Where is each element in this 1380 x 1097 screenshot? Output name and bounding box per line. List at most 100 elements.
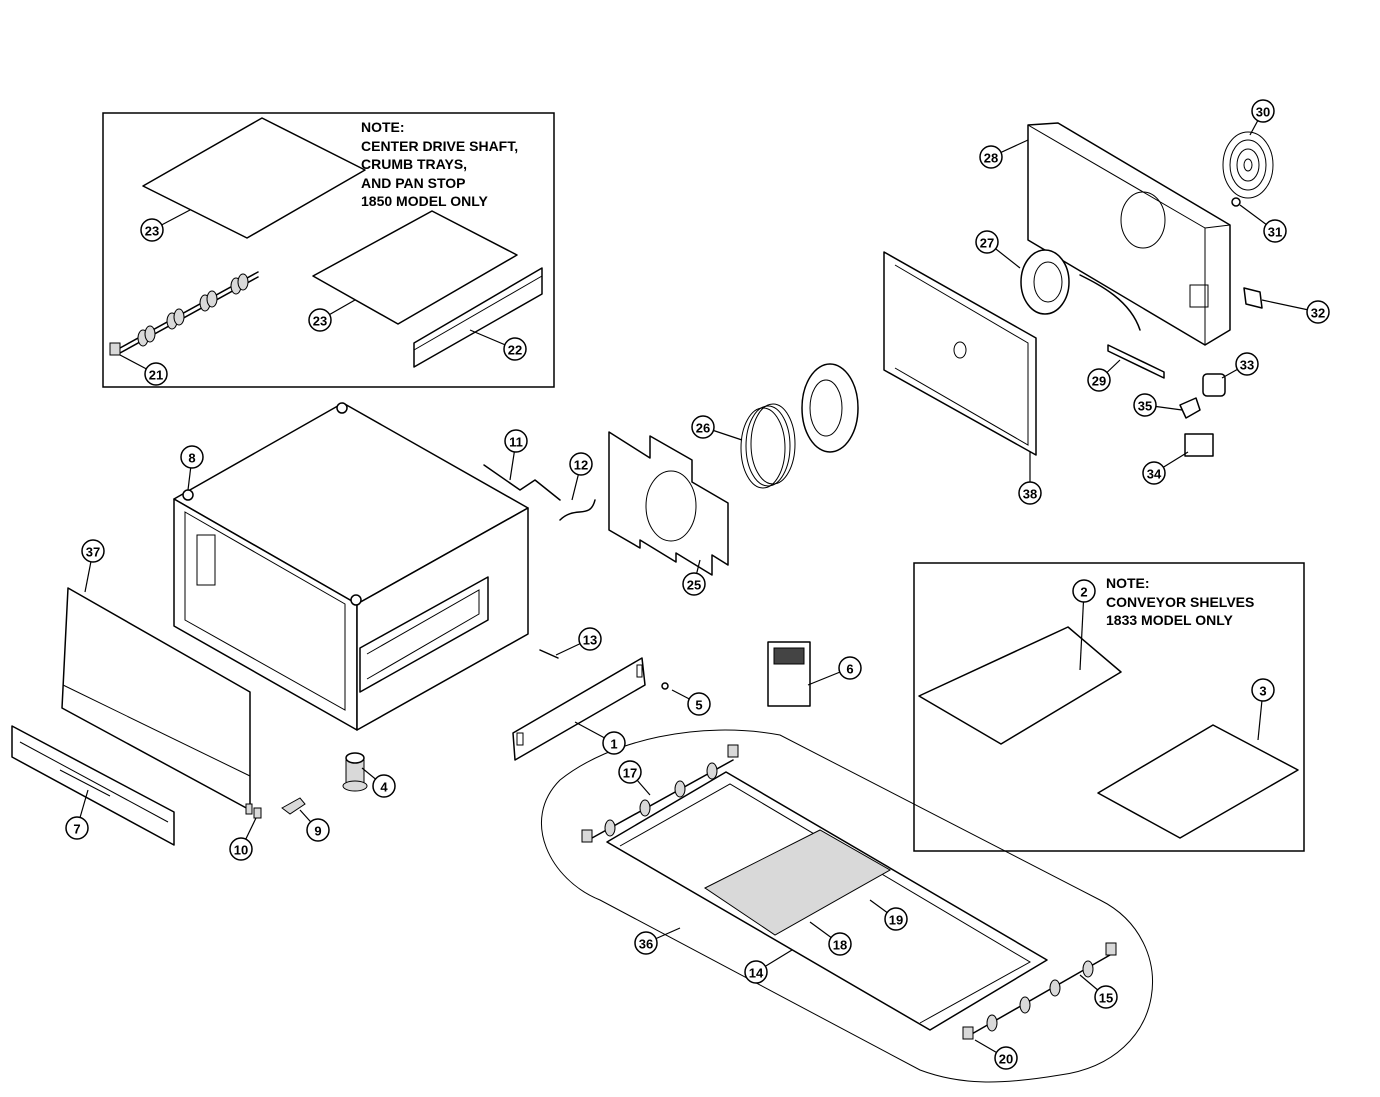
shaft-15: [962, 942, 1117, 1040]
callout-23: 23: [308, 308, 332, 332]
callout-31: 31: [1263, 219, 1287, 243]
callout-circle: [838, 656, 862, 680]
callout-circle: [504, 429, 528, 453]
callout-number: 5: [695, 698, 702, 713]
callout-21: 21: [144, 362, 168, 386]
callout-number: 2: [1080, 585, 1087, 600]
callout-number: 34: [1147, 467, 1162, 482]
callout-1: 1: [602, 731, 626, 755]
pan-stop: [413, 267, 543, 368]
callout-number: 32: [1311, 306, 1325, 321]
note-1833-line-3: 1833 MODEL ONLY: [1106, 612, 1233, 628]
callout-circle: [1142, 461, 1166, 485]
wire-11: [483, 464, 561, 501]
note-box-1850: NOTE: CENTER DRIVE SHAFT, CRUMB TRAYS, A…: [102, 112, 555, 388]
note-1833-line-1: NOTE:: [1106, 575, 1150, 591]
screw-13: [539, 649, 559, 659]
callout-number: 8: [188, 451, 195, 466]
callout-26: 26: [691, 415, 715, 439]
callout-27: 27: [975, 230, 999, 254]
callout-number: 17: [623, 766, 637, 781]
callout-30: 30: [1251, 99, 1275, 123]
oven-cabinet: [173, 402, 529, 731]
callout-circle: [1094, 985, 1118, 1009]
callout-circle: [979, 145, 1003, 169]
callout-23: 23: [140, 218, 164, 242]
callout-32: 32: [1306, 300, 1330, 324]
callout-circle: [1306, 300, 1330, 324]
callout-12: 12: [569, 452, 593, 476]
callout-circle: [994, 1046, 1018, 1070]
callout-number: 22: [508, 343, 522, 358]
callout-circle: [180, 445, 204, 469]
callout-circle: [229, 837, 253, 861]
callout-35: 35: [1133, 393, 1157, 417]
callout-number: 31: [1268, 225, 1282, 240]
callout-number: 9: [314, 824, 321, 839]
callout-34: 34: [1142, 461, 1166, 485]
callout-5: 5: [687, 692, 711, 716]
callout-circle: [578, 627, 602, 651]
note-1850-line-2: CENTER DRIVE SHAFT,: [361, 138, 518, 154]
callout-number: 6: [846, 662, 853, 677]
callout-33: 33: [1235, 352, 1259, 376]
fan-ring: [801, 363, 859, 453]
conveyor-frame: [606, 771, 1048, 1031]
callout-circle: [372, 774, 396, 798]
conveyor-shelf-upper: [918, 626, 1122, 745]
callout-number: 18: [833, 938, 847, 953]
callout-circle: [975, 230, 999, 254]
conveyor-outline: [541, 729, 1153, 1083]
callout-15: 15: [1094, 985, 1118, 1009]
callout-14: 14: [744, 960, 768, 984]
callout-number: 37: [86, 545, 100, 560]
callout-leader-2: [1079, 590, 1085, 671]
callout-circle: [1087, 368, 1111, 392]
callout-circle: [1251, 99, 1275, 123]
crumb-tray-lower: [312, 210, 518, 325]
callout-20: 20: [994, 1046, 1018, 1070]
callout-circle: [1235, 352, 1259, 376]
bracket: [1107, 344, 1165, 379]
callout-number: 27: [980, 236, 994, 251]
cover-plate: [1243, 287, 1263, 309]
callout-number: 38: [1023, 487, 1037, 502]
callout-number: 19: [889, 913, 903, 928]
leg: [342, 752, 368, 792]
callout-number: 23: [313, 314, 327, 329]
callout-circle: [81, 539, 105, 563]
capacitor: [1202, 373, 1226, 397]
callout-circle: [884, 907, 908, 931]
callout-circle: [1133, 393, 1157, 417]
callout-number: 13: [583, 633, 597, 648]
center-drive-shaft: [109, 271, 259, 356]
callout-circle: [634, 931, 658, 955]
crumb-tray-upper: [142, 117, 366, 239]
note-1833-line-2: CONVEYOR SHELVES: [1106, 594, 1254, 610]
callout-29: 29: [1087, 368, 1111, 392]
callout-circle: [140, 218, 164, 242]
note-box-1833: NOTE: CONVEYOR SHELVES 1833 MODEL ONLY: [913, 562, 1305, 852]
callout-number: 33: [1240, 358, 1254, 373]
callout-circle: [1251, 678, 1275, 702]
clip-part-9: [281, 797, 306, 815]
callout-38: 38: [1018, 481, 1042, 505]
back-panel-38: [883, 251, 1037, 456]
callout-17: 17: [618, 760, 642, 784]
callout-11: 11: [504, 429, 528, 453]
callout-25: 25: [682, 572, 706, 596]
callout-number: 11: [509, 435, 523, 450]
note-1850-line-5: 1850 MODEL ONLY: [361, 193, 488, 209]
callout-number: 1: [610, 737, 617, 752]
motor: [1020, 249, 1141, 331]
screw-5: [661, 682, 669, 690]
callout-number: 7: [73, 822, 80, 837]
callout-circle: [687, 692, 711, 716]
callout-circle: [691, 415, 715, 439]
callout-number: 30: [1256, 105, 1270, 120]
callout-circle: [1263, 219, 1287, 243]
plate-25: [608, 431, 729, 576]
callout-number: 14: [749, 966, 764, 981]
fan-guard: [1222, 131, 1274, 199]
